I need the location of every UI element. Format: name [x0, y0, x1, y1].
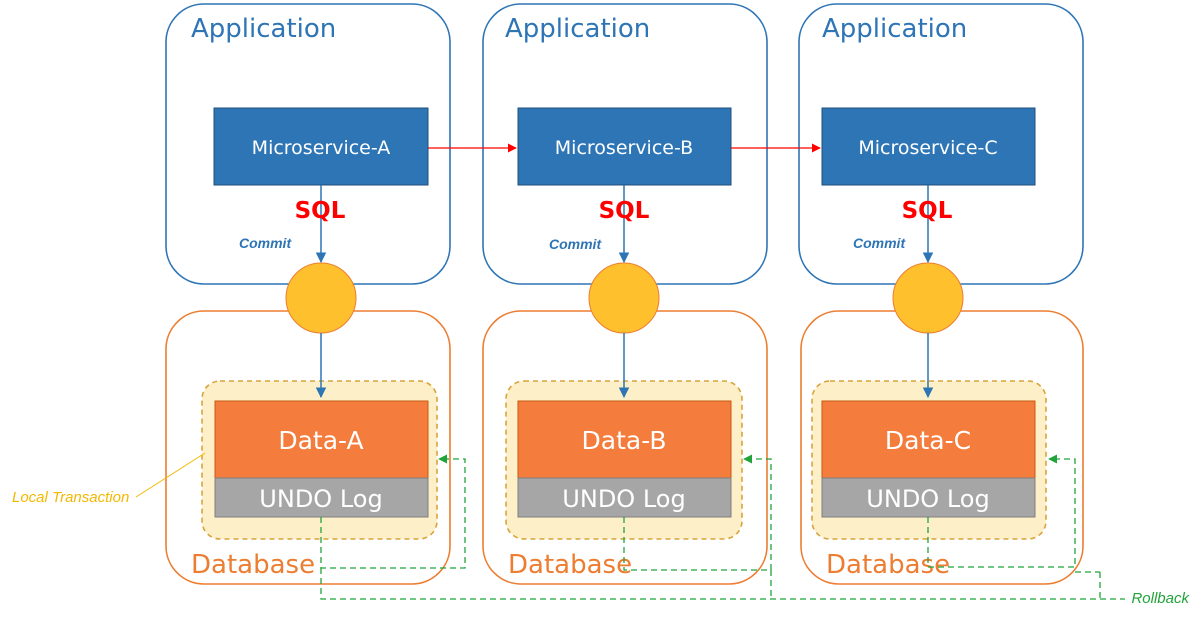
data-box [214, 400, 429, 479]
data-label: Data-A [278, 426, 363, 455]
microservice-box [821, 107, 1036, 186]
data-label: Data-C [885, 426, 971, 455]
commit-label: Commit [239, 235, 292, 251]
microservice-label: Microservice-C [858, 137, 997, 159]
sql-label: SQL [295, 198, 346, 224]
local-transaction-leader [135, 452, 206, 498]
database-title: Database [191, 550, 315, 580]
rollback-path-c [927, 454, 1076, 568]
database-title: Database [508, 550, 632, 580]
local-transaction-label: Local Transaction [12, 489, 129, 506]
column-c: Application Data-C UNDO Log Database Mic… [798, 3, 1084, 585]
microservice-label: Microservice-B [555, 137, 693, 159]
column-a: Application Data-A UNDO Log Database Mic… [165, 3, 451, 585]
commit-label: Commit [853, 235, 906, 251]
rollback-path-a [320, 454, 466, 569]
microservice-box [517, 107, 732, 186]
column-b: Application Data-B UNDO Log Database Mic… [482, 3, 768, 585]
commit-node [285, 262, 357, 334]
microservice-box [213, 107, 429, 186]
undo-log-label: UNDO Log [259, 485, 382, 513]
rollback-trunk [320, 568, 1125, 600]
application-title: Application [822, 14, 967, 44]
application-title: Application [505, 14, 650, 44]
undo-log-box [517, 477, 732, 518]
undo-log-label: UNDO Log [562, 485, 685, 513]
data-box [821, 400, 1036, 479]
commit-label: Commit [549, 236, 602, 252]
data-box [517, 400, 732, 479]
commit-node [892, 262, 964, 334]
commit-node [588, 262, 660, 334]
undo-log-label: UNDO Log [866, 485, 989, 513]
rollback-paths [320, 454, 1125, 600]
data-label: Data-B [582, 426, 667, 455]
microservice-label: Microservice-A [252, 137, 391, 159]
database-title: Database [826, 550, 950, 580]
undo-log-box [821, 477, 1036, 518]
application-title: Application [191, 14, 336, 44]
sql-label: SQL [599, 198, 650, 224]
rollback-label: Rollback [1131, 590, 1190, 607]
sql-label: SQL [902, 198, 953, 224]
